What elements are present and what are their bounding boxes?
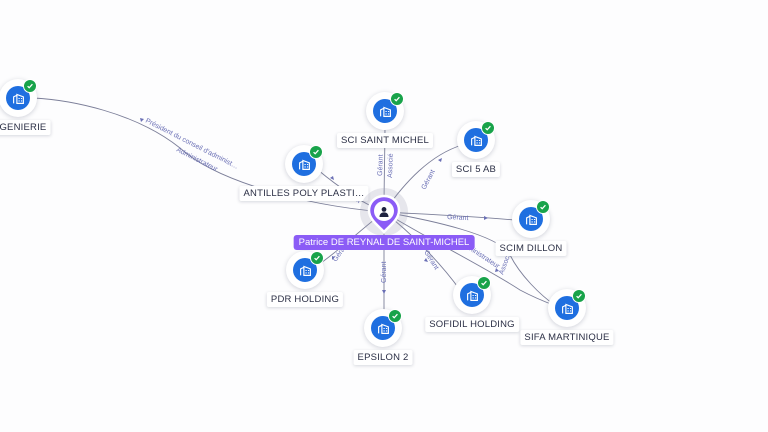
- edge-label-gerant-epsilon: Gérant: [381, 262, 388, 283]
- edge-ingenierie: [33, 97, 385, 213]
- arrow-sci-5-ab: [438, 158, 442, 162]
- edge-sifa-martinique: [383, 211, 557, 307]
- company-label: ANTILLES POLY PLASTI…: [239, 186, 369, 201]
- company-label: SIFA MARTINIQUE: [520, 330, 614, 345]
- arrow-antilles-poly: [330, 176, 334, 180]
- company-label: INGENIERIE: [0, 120, 51, 135]
- verified-check-icon: [309, 145, 323, 159]
- verified-check-icon: [310, 251, 324, 265]
- edge-label-gerant-sci-5-ab: Gérant: [421, 169, 437, 191]
- arrow-sofidil-holding: [424, 258, 428, 262]
- person-name-label[interactable]: Patrice DE REYNAL DE SAINT-MICHEL: [293, 235, 475, 250]
- edge-label-associe-sci-saint-michel: Associé: [387, 153, 395, 178]
- edge-label-president: Président du conseil d'administ…: [144, 118, 239, 171]
- verified-check-icon: [481, 121, 495, 135]
- arrow-pdr-holding: [332, 256, 335, 260]
- edge-label-gerant-sci-saint-michel: Gérant: [377, 154, 385, 176]
- building-icon: [371, 316, 395, 340]
- company-label: SCI 5 AB: [451, 162, 501, 177]
- verified-check-icon: [390, 92, 404, 106]
- arrow-scim-dillon: [484, 216, 488, 220]
- company-label: SCI SAINT MICHEL: [336, 133, 434, 148]
- arrow-ingenierie: [140, 118, 144, 122]
- edge-label-gerant-scim-dillon: Gérant: [447, 214, 469, 222]
- verified-check-icon: [572, 289, 586, 303]
- verified-check-icon: [536, 200, 550, 214]
- arrow-epsilon-2: [382, 290, 386, 294]
- arrow-sifa-martinique: [495, 268, 499, 272]
- company-label: PDR HOLDING: [266, 292, 344, 307]
- verified-check-icon: [477, 276, 491, 290]
- company-label: SOFIDIL HOLDING: [425, 317, 519, 332]
- company-label: SCIM DILLON: [495, 241, 567, 256]
- verified-check-icon: [388, 309, 402, 323]
- verified-check-icon: [23, 79, 37, 93]
- person-icon: [379, 207, 389, 217]
- company-label: EPSILON 2: [353, 350, 413, 365]
